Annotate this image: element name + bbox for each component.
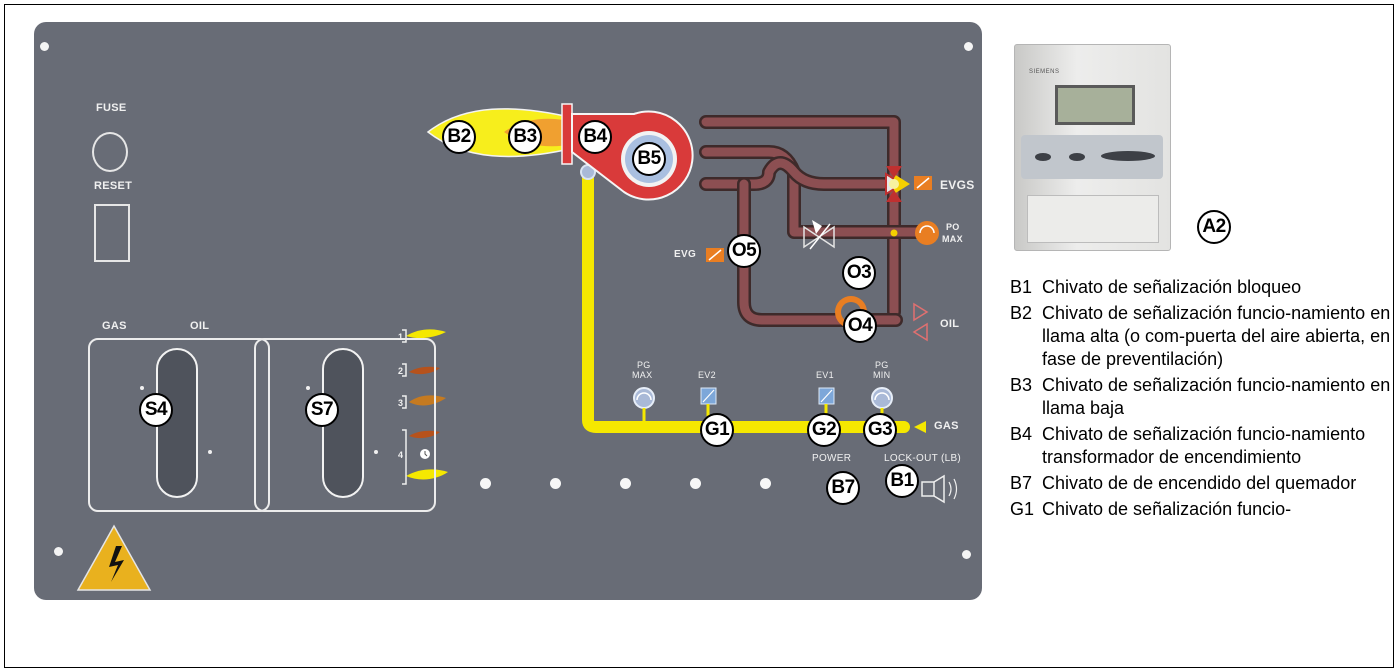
lamp-number-4: 4 — [398, 450, 403, 460]
control-device-photo: SIEMENS — [1014, 44, 1171, 251]
legend-text: Chivato de señalización funcio-namiento … — [1042, 423, 1395, 469]
callout-g3: G3 — [863, 413, 897, 447]
legend-code: G1 — [1010, 498, 1042, 521]
burner-schematic — [34, 22, 982, 600]
callout-o3: O3 — [842, 256, 876, 290]
po-max-label-1: PO — [946, 222, 960, 232]
reset-button[interactable] — [94, 204, 130, 262]
device-key[interactable] — [1035, 153, 1051, 161]
pg-max-label-2: MAX — [632, 370, 652, 380]
device-display — [1055, 85, 1135, 125]
legend-text: Chivato de señalización funcio-namiento … — [1042, 374, 1395, 420]
callout-a2: A2 — [1197, 210, 1231, 244]
position-dot — [374, 450, 378, 454]
fuse-holder[interactable] — [92, 132, 128, 172]
selector-switch-box — [88, 338, 270, 512]
callout-o5: O5 — [727, 234, 761, 268]
legend-code: B7 — [1010, 472, 1042, 495]
callout-g2: G2 — [807, 413, 841, 447]
device-key[interactable] — [1069, 153, 1085, 161]
callout-b7: B7 — [826, 471, 860, 505]
callout-b4: B4 — [578, 120, 612, 154]
lockout-label: LOCK-OUT (LB) — [884, 453, 961, 464]
lamp-number-2: 2 — [398, 366, 403, 376]
position-dot — [208, 450, 212, 454]
oil-mode-label: OIL — [190, 320, 209, 332]
indicator-led — [550, 478, 561, 489]
indicator-led — [480, 478, 491, 489]
callout-o4: O4 — [843, 309, 877, 343]
legend-code: B4 — [1010, 423, 1042, 469]
legend-text: Chivato de de encendido del quemador — [1042, 472, 1395, 495]
callout-g1: G1 — [700, 413, 734, 447]
ev1-label: EV1 — [816, 370, 834, 380]
gas-mode-label: GAS — [102, 320, 127, 332]
device-brand: SIEMENS — [1029, 69, 1060, 75]
legend-text: Chivato de señalización funcio-namiento … — [1042, 302, 1395, 371]
legend-code: B1 — [1010, 276, 1042, 299]
position-dot — [140, 386, 144, 390]
legend-code: B3 — [1010, 374, 1042, 420]
po-max-label-2: MAX — [942, 234, 963, 244]
callout-s7: S7 — [305, 393, 339, 427]
reset-label: RESET — [94, 180, 132, 192]
pg-max-label-1: PG — [637, 360, 651, 370]
callout-b1: B1 — [885, 464, 919, 498]
lamp-number-3: 3 — [398, 398, 403, 408]
evg-label: EVG — [674, 249, 696, 260]
indicator-led — [690, 478, 701, 489]
callout-b5: B5 — [632, 142, 666, 176]
legend-text: Chivato de señalización bloqueo — [1042, 276, 1395, 299]
legend-text: Chivato de señalización funcio- — [1042, 498, 1395, 521]
control-panel: FUSE RESET GAS OIL 1 2 3 4 EVGS PO MAX E… — [34, 22, 982, 600]
callout-s4: S4 — [139, 393, 173, 427]
device-cover — [1027, 195, 1159, 243]
device-keypad — [1021, 135, 1163, 179]
gas-line-label: GAS — [934, 420, 959, 432]
legend-code: B2 — [1010, 302, 1042, 371]
position-dot — [306, 386, 310, 390]
fuse-label: FUSE — [96, 102, 127, 114]
mode-switch-box — [254, 338, 436, 512]
oil-line-label: OIL — [940, 318, 959, 330]
callout-b2: B2 — [442, 120, 476, 154]
pg-min-label-2: MIN — [873, 370, 890, 380]
lamp-number-1: 1 — [398, 332, 403, 342]
device-key-wide[interactable] — [1101, 151, 1155, 161]
callout-b3: B3 — [508, 120, 542, 154]
power-label: POWER — [812, 453, 851, 464]
indicator-led — [760, 478, 771, 489]
pg-min-label-1: PG — [875, 360, 889, 370]
evgs-label: EVGS — [940, 178, 975, 192]
ev2-label: EV2 — [698, 370, 716, 380]
indicator-led — [620, 478, 631, 489]
